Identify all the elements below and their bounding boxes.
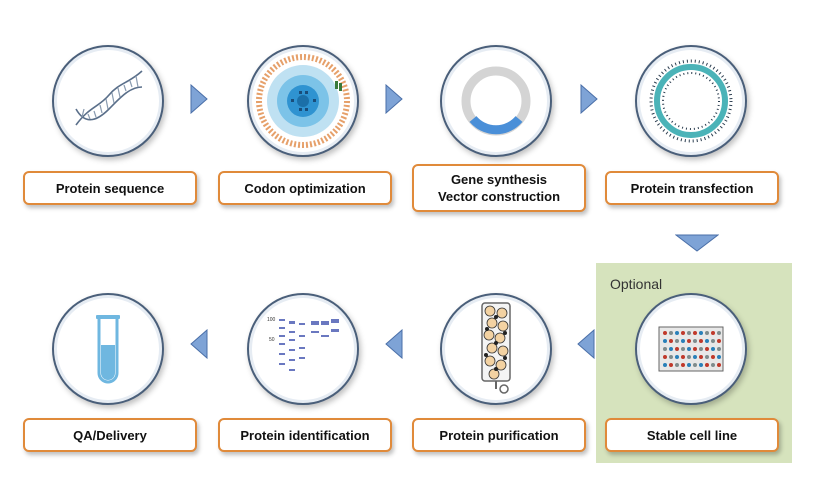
chromatography-column-icon bbox=[481, 302, 511, 394]
step-5-label: Stable cell line bbox=[605, 418, 779, 452]
step-6-label-text: Protein purification bbox=[439, 427, 559, 443]
step-7-label-text: Protein identification bbox=[240, 427, 370, 443]
arrow-left-1 bbox=[577, 329, 595, 359]
step-5-circle bbox=[635, 293, 747, 405]
step-4-label: Protein transfection bbox=[605, 171, 779, 205]
test-tube-icon bbox=[96, 315, 120, 384]
step-3-label: Gene synthesis Vector construction bbox=[412, 164, 586, 212]
step-1-label: Protein sequence bbox=[23, 171, 197, 205]
step-8-circle bbox=[52, 293, 164, 405]
arrow-right-2 bbox=[385, 84, 403, 114]
step-2-circle bbox=[247, 45, 359, 157]
step-7-circle: 100 50 bbox=[247, 293, 359, 405]
arrow-left-2 bbox=[385, 329, 403, 359]
arrow-down bbox=[675, 234, 719, 252]
arrow-left-3 bbox=[190, 329, 208, 359]
step-4-label-text: Protein transfection bbox=[630, 180, 754, 196]
dna-helix-icon bbox=[75, 70, 143, 126]
step-3-label-line2: Vector construction bbox=[437, 189, 561, 204]
gel-marker-50: 50 bbox=[269, 337, 275, 343]
arrow-right-1 bbox=[190, 84, 208, 114]
gel-marker-100: 100 bbox=[267, 317, 276, 323]
step-8-label-text: QA/Delivery bbox=[73, 427, 147, 443]
step-3-circle bbox=[440, 45, 552, 157]
codon-wheel-icon bbox=[256, 54, 350, 148]
arrow-right-3 bbox=[580, 84, 598, 114]
step-2-label-text: Codon optimization bbox=[244, 180, 366, 196]
step-1-label-text: Protein sequence bbox=[55, 180, 165, 196]
optional-label: Optional bbox=[610, 276, 663, 292]
step-5-label-text: Stable cell line bbox=[646, 427, 738, 443]
step-6-label: Protein purification bbox=[412, 418, 586, 452]
cell-membrane-icon bbox=[649, 59, 733, 143]
step-1-circle bbox=[52, 45, 164, 157]
step-6-circle bbox=[440, 293, 552, 405]
step-7-label: Protein identification bbox=[218, 418, 392, 452]
step-3-label-line1: Gene synthesis bbox=[450, 172, 548, 187]
step-4-circle bbox=[635, 45, 747, 157]
plasmid-ring-icon bbox=[461, 66, 531, 136]
step-8-label: QA/Delivery bbox=[23, 418, 197, 452]
well-plate-icon bbox=[658, 326, 724, 372]
gel-electrophoresis-icon: 100 50 bbox=[267, 317, 339, 371]
step-2-label: Codon optimization bbox=[218, 171, 392, 205]
